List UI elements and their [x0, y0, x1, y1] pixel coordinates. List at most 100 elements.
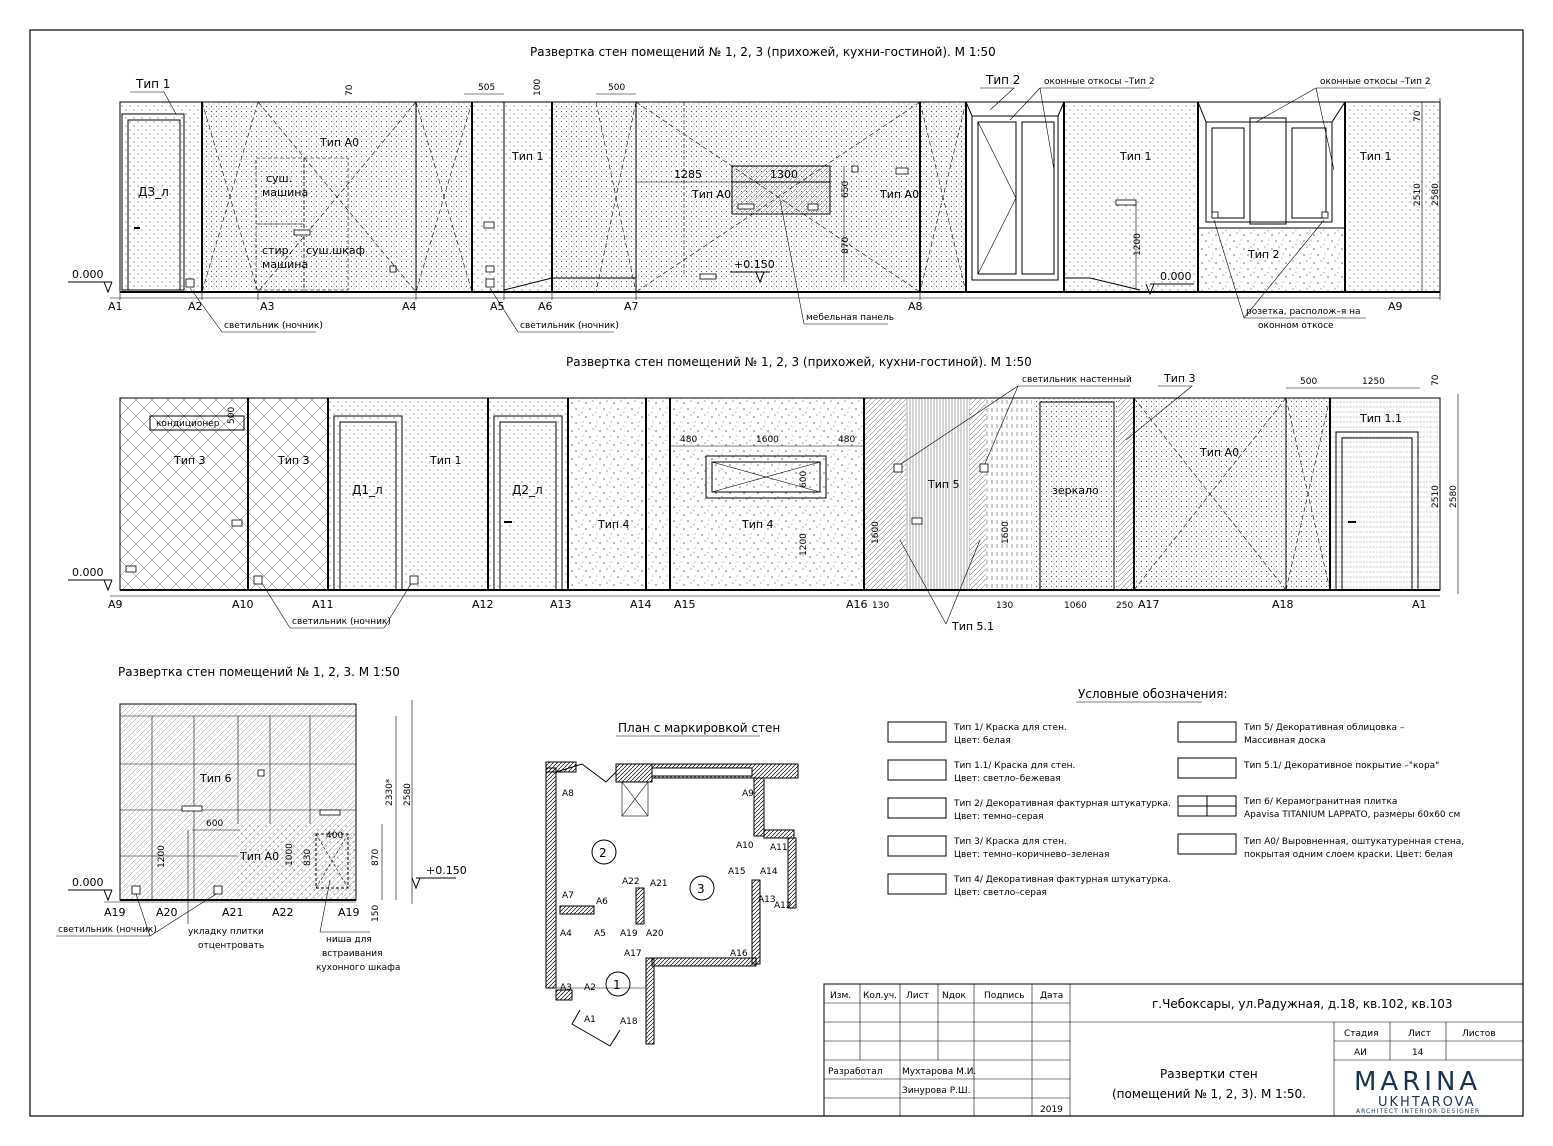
panel-callout: мебельная панель [806, 313, 894, 323]
svg-text:Nдок: Nдок [942, 991, 966, 1001]
svg-text:480: 480 [838, 435, 855, 445]
svg-text:оконном откосе: оконном откосе [1258, 321, 1334, 331]
logo-tagline: ARCHITECT INTERIOR DESIGNER [1356, 1108, 1480, 1115]
elev3-type6: Тип 6 [199, 772, 232, 785]
svg-text:A19: A19 [620, 929, 638, 939]
elev1-level-0: 0.000 [72, 268, 104, 281]
title-block: Изм. Кол.уч. Лист Nдок Подпись Дата г.Че… [823, 983, 1524, 1117]
svg-text:870: 870 [841, 237, 851, 254]
elev3-lamp-callout: светильник (ночник) [58, 925, 157, 935]
svg-text:2580: 2580 [403, 783, 413, 806]
svg-text:Дата: Дата [1040, 991, 1063, 1001]
room-1: 1 [613, 978, 621, 992]
axis-A22: A22 [272, 906, 294, 919]
svg-text:A22: A22 [622, 877, 640, 887]
svg-text:505: 505 [478, 83, 495, 93]
svg-text:70: 70 [345, 84, 355, 96]
legend-type51: Тип 5.1/ Декоративное покрытие –"кора" [1243, 761, 1439, 771]
legend: Условные обозначения: Тип 1/ Краска для … [887, 687, 1464, 898]
socket-group [185, 165, 1329, 288]
axis-A17: A17 [1138, 598, 1160, 611]
svg-text:Стадия: Стадия [1344, 1029, 1379, 1039]
svg-text:2510: 2510 [1413, 183, 1423, 206]
elev2-type1: Тип 1 [429, 454, 462, 467]
socket-callout: розетка, располож–я на [1246, 307, 1361, 317]
svg-text:130: 130 [996, 601, 1013, 611]
elev3-level-0: 0.000 [72, 876, 104, 889]
elevation-3-title: Развертка стен помещений № 1, 2, 3. М 1:… [118, 665, 400, 679]
axis-A11: A11 [312, 598, 334, 611]
svg-text:машина: машина [262, 186, 308, 199]
svg-text:Подпись: Подпись [984, 991, 1024, 1001]
svg-text:1200: 1200 [1133, 233, 1143, 256]
svg-text:Apavisa TITANIUM LAPPATO, разм: Apavisa TITANIUM LAPPATO, размеры 60х60 … [1244, 810, 1460, 820]
elevation-2-title: Развертка стен помещений № 1, 2, 3 (прих… [566, 355, 1032, 369]
elev1-type1-mid: Тип 1 [511, 150, 544, 163]
svg-text:500: 500 [1300, 377, 1317, 387]
axis-A10: A10 [232, 598, 254, 611]
axis-A8: A8 [908, 300, 923, 313]
axis-A14: A14 [630, 598, 652, 611]
svg-text:600: 600 [206, 819, 223, 829]
svg-text:1200: 1200 [799, 533, 809, 556]
svg-text:A20: A20 [646, 929, 664, 939]
legend-type1: Тип 1/ Краска для стен. [953, 723, 1067, 733]
svg-text:A2: A2 [584, 983, 596, 993]
svg-text:A10: A10 [736, 841, 754, 851]
svg-text:1200: 1200 [157, 845, 167, 868]
elev2-type3b: Тип 3 [277, 454, 310, 467]
legend-type3: Тип 3/ Краска для стен. [953, 837, 1067, 847]
wall-lamp-callout: светильник настенный [1022, 375, 1132, 385]
elev1-type-a0-3: Тип А0 [879, 188, 919, 201]
svg-text:150: 150 [371, 905, 381, 922]
legend-title: Условные обозначения: [1078, 687, 1228, 701]
svg-text:70: 70 [1431, 374, 1441, 386]
svg-text:830: 830 [303, 849, 313, 866]
svg-text:A15: A15 [728, 867, 746, 877]
svg-text:500: 500 [227, 407, 237, 424]
axis-A15: A15 [674, 598, 696, 611]
svg-text:A5: A5 [594, 929, 606, 939]
legend-type6: Тип 6/ Керамогранитная плитка [1243, 797, 1397, 807]
svg-text:Лист: Лист [906, 991, 929, 1001]
ac-box [149, 415, 245, 431]
elev1-axes [110, 292, 1441, 300]
logo-sub: UKHTAROVA [1378, 1095, 1476, 1110]
logo-main: MARINA [1354, 1067, 1481, 1097]
elev1-type1-right: Тип 1 [1119, 150, 1152, 163]
svg-text:машина: машина [262, 258, 308, 271]
axis-A19: A19 [104, 906, 126, 919]
door-d1-label: Д1_л [352, 483, 383, 497]
window-slopes-label-1: оконные откосы –Тип 2 [1044, 77, 1155, 87]
svg-text:A18: A18 [620, 1017, 638, 1027]
axis-A19b: A19 [338, 906, 360, 919]
svg-text:A12: A12 [774, 901, 792, 911]
elev2-type4a: Тип 4 [597, 518, 630, 531]
elev1-level-150: +0.150 [734, 258, 775, 271]
sheet-frame [29, 29, 1524, 1117]
stamp-address: г.Чебоксары, ул.Радужная, д.18, кв.102, … [1152, 997, 1453, 1011]
axis-A1: A1 [108, 300, 123, 313]
svg-text:A16: A16 [730, 949, 748, 959]
svg-text:A3: A3 [560, 983, 572, 993]
axis-A9: A9 [1388, 300, 1403, 313]
elev3-level-150: +0.150 [426, 864, 467, 877]
lamp-callout-1: светильник (ночник) [224, 321, 323, 331]
stamp-title-2: (помещений № 1, 2, 3). М 1:50. [1112, 1087, 1306, 1101]
axis-A7: A7 [624, 300, 639, 313]
elev2-type3a: Тип 3 [173, 454, 206, 467]
elev3-type-a0: Тип А0 [239, 850, 279, 863]
svg-text:Листов: Листов [1462, 1029, 1496, 1039]
svg-text:A14: A14 [760, 867, 778, 877]
svg-text:A13: A13 [758, 895, 776, 905]
legend-type11: Тип 1.1/ Краска для стен. [953, 761, 1075, 771]
elev1-type1-left: Тип 1 [135, 77, 170, 91]
svg-text:2580: 2580 [1431, 183, 1441, 206]
washer-label: стир. [262, 244, 292, 257]
door-d3-label: ДЗ_л [138, 185, 169, 199]
elev2-type4b: Тип 4 [741, 518, 774, 531]
elev1-type2-top: Тип 2 [985, 73, 1020, 87]
svg-text:2019: 2019 [1040, 1105, 1063, 1115]
dryer-label: суш. [266, 172, 292, 185]
svg-text:600: 600 [799, 471, 809, 488]
